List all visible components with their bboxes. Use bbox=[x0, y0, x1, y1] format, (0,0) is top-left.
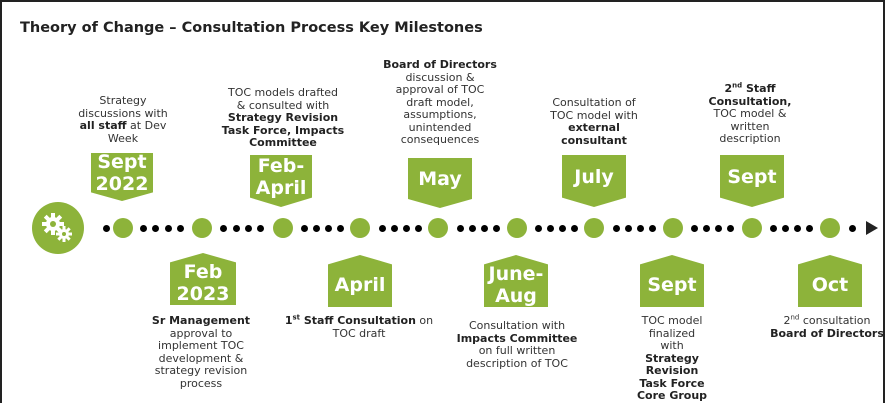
timeline-dot bbox=[164, 224, 172, 232]
milestone-badge: July bbox=[562, 155, 626, 207]
milestone-dot bbox=[742, 218, 762, 238]
timeline-dot bbox=[390, 224, 398, 232]
timeline-dot bbox=[312, 224, 320, 232]
milestone-date: May bbox=[418, 168, 462, 190]
timeline-dot bbox=[402, 224, 410, 232]
milestone-date: Feb 2023 bbox=[176, 261, 230, 305]
gears-icon bbox=[32, 202, 84, 254]
milestone-badge: Feb 2023 bbox=[170, 253, 236, 305]
timeline-dot bbox=[636, 224, 644, 232]
milestone-date: Sept bbox=[647, 274, 697, 296]
timeline-dot bbox=[534, 224, 542, 232]
timeline-dot bbox=[244, 224, 252, 232]
timeline-dot bbox=[414, 224, 422, 232]
milestone-dot bbox=[663, 218, 683, 238]
timeline-arrow-icon bbox=[866, 221, 878, 235]
timeline-dot bbox=[378, 224, 386, 232]
timeline-dot bbox=[139, 224, 147, 232]
milestone-badge: Sept 2022 bbox=[91, 153, 153, 201]
timeline-dot bbox=[456, 224, 464, 232]
timeline-dot bbox=[151, 224, 159, 232]
milestone-badge: Feb- April bbox=[250, 155, 312, 207]
page-title: Theory of Change – Consultation Process … bbox=[20, 20, 483, 36]
timeline-dot bbox=[648, 224, 656, 232]
milestone-dot bbox=[820, 218, 840, 238]
timeline-dot bbox=[492, 224, 500, 232]
timeline-dot bbox=[690, 224, 698, 232]
timeline-dot bbox=[219, 224, 227, 232]
timeline-dot bbox=[848, 224, 856, 232]
milestone-dot bbox=[507, 218, 527, 238]
timeline-dot bbox=[336, 224, 344, 232]
timeline-dot bbox=[624, 224, 632, 232]
milestone-badge: Oct bbox=[798, 255, 862, 307]
timeline-dot bbox=[726, 224, 734, 232]
milestone-dot bbox=[428, 218, 448, 238]
timeline-dot bbox=[468, 224, 476, 232]
milestone-date: Sept 2022 bbox=[95, 151, 149, 195]
timeline-dot bbox=[256, 224, 264, 232]
timeline-dot bbox=[176, 224, 184, 232]
milestone-badge: April bbox=[328, 255, 392, 307]
milestone-dot bbox=[192, 218, 212, 238]
milestone-badge: Sept bbox=[720, 155, 784, 207]
milestone-dot bbox=[113, 218, 133, 238]
milestone-dot bbox=[350, 218, 370, 238]
milestone-dot bbox=[584, 218, 604, 238]
timeline-dot bbox=[232, 224, 240, 232]
timeline-dot bbox=[102, 224, 110, 232]
timeline-dot bbox=[324, 224, 332, 232]
milestone-date: Oct bbox=[811, 274, 849, 296]
milestone-date: July bbox=[574, 166, 614, 188]
timeline-dot bbox=[793, 224, 801, 232]
milestone-badge: May bbox=[408, 158, 472, 208]
milestone-date: Sept bbox=[727, 166, 777, 188]
milestone-badge: Sept bbox=[640, 255, 704, 307]
timeline-dot bbox=[714, 224, 722, 232]
timeline-dot bbox=[769, 224, 777, 232]
milestone-badge: June- Aug bbox=[484, 255, 548, 307]
timeline-dot bbox=[702, 224, 710, 232]
timeline-dot bbox=[570, 224, 578, 232]
milestone-dot bbox=[273, 218, 293, 238]
timeline-dot bbox=[805, 224, 813, 232]
timeline-dot bbox=[781, 224, 789, 232]
timeline-dot bbox=[612, 224, 620, 232]
timeline-dot bbox=[546, 224, 554, 232]
timeline-dot bbox=[480, 224, 488, 232]
milestone-date: Feb- April bbox=[255, 155, 307, 199]
timeline-dot bbox=[300, 224, 308, 232]
milestone-date: April bbox=[334, 274, 386, 296]
timeline-dot bbox=[558, 224, 566, 232]
milestone-date: June- Aug bbox=[488, 263, 544, 307]
